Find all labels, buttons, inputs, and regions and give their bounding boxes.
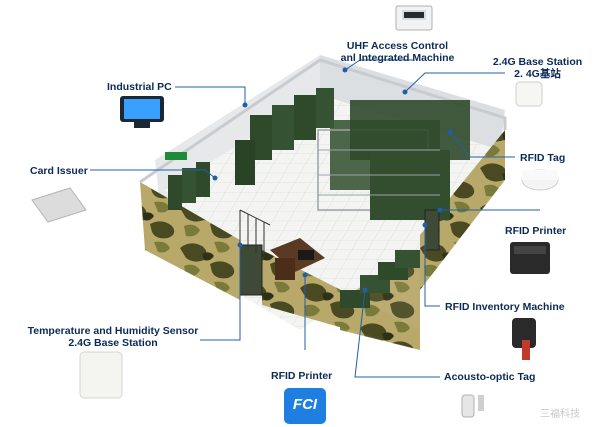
label-rfid-tag: RFID Tag	[520, 152, 566, 164]
leader-industrial-pc	[175, 86, 246, 105]
leader-rfid-tag	[449, 131, 515, 158]
industrial-pc-device-icon	[120, 96, 164, 128]
watermark: 三福科技	[540, 409, 580, 420]
rfid-printer-right-icon	[510, 242, 550, 274]
card-issuer-device-icon	[31, 187, 87, 223]
crate-stack	[340, 250, 420, 308]
leader-card-issuer	[90, 169, 216, 179]
wall-top-edge	[139, 58, 507, 184]
leader-inventory	[424, 225, 440, 307]
uhf-access-device-icon	[395, 5, 433, 31]
label-base-station-top: 2.4G Base Station 2. 4G基站	[492, 56, 583, 80]
rfid-printer-bottom-logo-icon	[284, 388, 326, 424]
label-rfid-printer-bottom: RFID Printer	[271, 370, 333, 382]
access-gate	[239, 209, 271, 257]
base-station-device-icon	[515, 81, 543, 107]
label-industrial-pc: Industrial PC	[107, 81, 172, 93]
rfid-tag-roll-icon	[521, 169, 559, 191]
label-rfid-inventory-machine: RFID Inventory Machine	[445, 301, 565, 313]
door-left	[239, 244, 263, 296]
office-desk	[270, 238, 325, 280]
cabinet-group-left	[235, 88, 334, 185]
leader-acousto	[354, 289, 440, 378]
label-uhf-access-control: UHF Access Control anl Integrated Machin…	[340, 40, 455, 64]
rfid-inventory-handheld-icon	[512, 318, 536, 360]
leader-uhf	[344, 59, 413, 71]
label-rfid-printer-right: RFID Printer	[505, 225, 567, 237]
acousto-optic-tag-icon	[461, 394, 484, 418]
fci-logo-text: FCI	[292, 396, 318, 413]
exit-sign	[165, 152, 187, 160]
door-right	[424, 209, 440, 251]
label-acousto-optic-tag: Acousto-optic Tag	[444, 371, 536, 383]
label-card-issuer: Card Issuer	[30, 165, 88, 177]
camo-wall-left	[140, 182, 240, 300]
leader-lines	[90, 59, 540, 378]
leader-temp-sensor	[200, 245, 241, 341]
leader-base-top	[404, 72, 505, 93]
leader-dots	[212, 67, 453, 293]
label-temp-humidity-sensor: Temperature and Humidity Sensor 2.4G Bas…	[27, 325, 199, 349]
temp-sensor-device-icon	[79, 351, 123, 399]
